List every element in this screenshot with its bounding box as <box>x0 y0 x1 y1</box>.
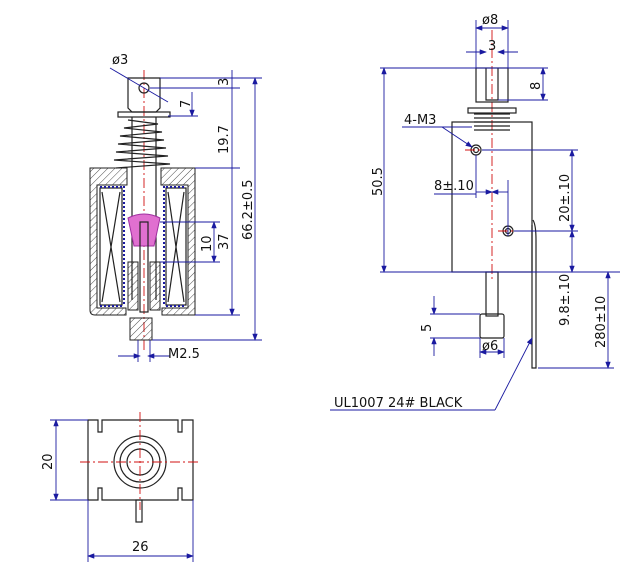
pin-diameter-label: ø3 <box>112 53 128 68</box>
nut-height-label: 5 <box>420 324 435 332</box>
nut-diameter-label: ø6 <box>482 339 498 354</box>
side-section-view: ø3 3 7 19.7 66.2±0.5 10 37 M2.5 <box>89 53 262 362</box>
coil-left <box>99 187 123 306</box>
pole-piece-right <box>149 261 161 311</box>
dim-top-label: 3 <box>217 78 232 86</box>
dim-hole-label: 7 <box>179 100 194 108</box>
dim-body-label: 37 <box>217 233 232 250</box>
washer <box>467 107 517 114</box>
lead-wire <box>135 499 143 523</box>
top-diameter-label: ø8 <box>482 13 498 28</box>
side-dimensions <box>109 67 262 362</box>
height-label: 50.5 <box>371 167 386 196</box>
slot-depth-label: 8 <box>529 82 544 90</box>
hole-bottom-label: 9.8±.10 <box>558 274 573 326</box>
wire-spec-label: UL1007 24# BLACK <box>334 396 463 411</box>
return-spring <box>113 119 171 169</box>
bottom-height-label: 20 <box>41 453 56 470</box>
hole-spacing-label: 20±.10 <box>558 174 573 222</box>
pin-hole <box>138 82 150 94</box>
housing-left <box>89 167 128 316</box>
washer <box>117 111 171 118</box>
end-nut <box>129 317 153 341</box>
slot-width-label: 3 <box>488 39 496 54</box>
dim-plunger-label: 10 <box>200 235 215 252</box>
end-nut <box>479 313 505 339</box>
pole-piece-left <box>127 261 139 311</box>
bottom-width-label: 26 <box>132 540 149 555</box>
mount-holes-label: 4-M3 <box>404 113 436 128</box>
thread-label: M2.5 <box>168 347 200 362</box>
front-dimensions <box>330 20 620 411</box>
lead-length-label: 280±10 <box>594 296 609 348</box>
dim-total-label: 66.2±0.5 <box>241 179 256 240</box>
hole-offset-label: 8±.10 <box>434 179 474 194</box>
dim-stroke-label: 19.7 <box>217 125 232 154</box>
bottom-dimensions <box>50 419 194 562</box>
lead-wire <box>531 219 537 369</box>
plunger-core <box>127 213 161 247</box>
front-view: ø8 3 8 50.5 4-M3 8±.10 20±.10 9.8±.10 28… <box>330 13 620 411</box>
bottom-view: 20 26 <box>41 412 200 562</box>
housing-right <box>160 167 196 316</box>
push-rod <box>139 221 149 313</box>
